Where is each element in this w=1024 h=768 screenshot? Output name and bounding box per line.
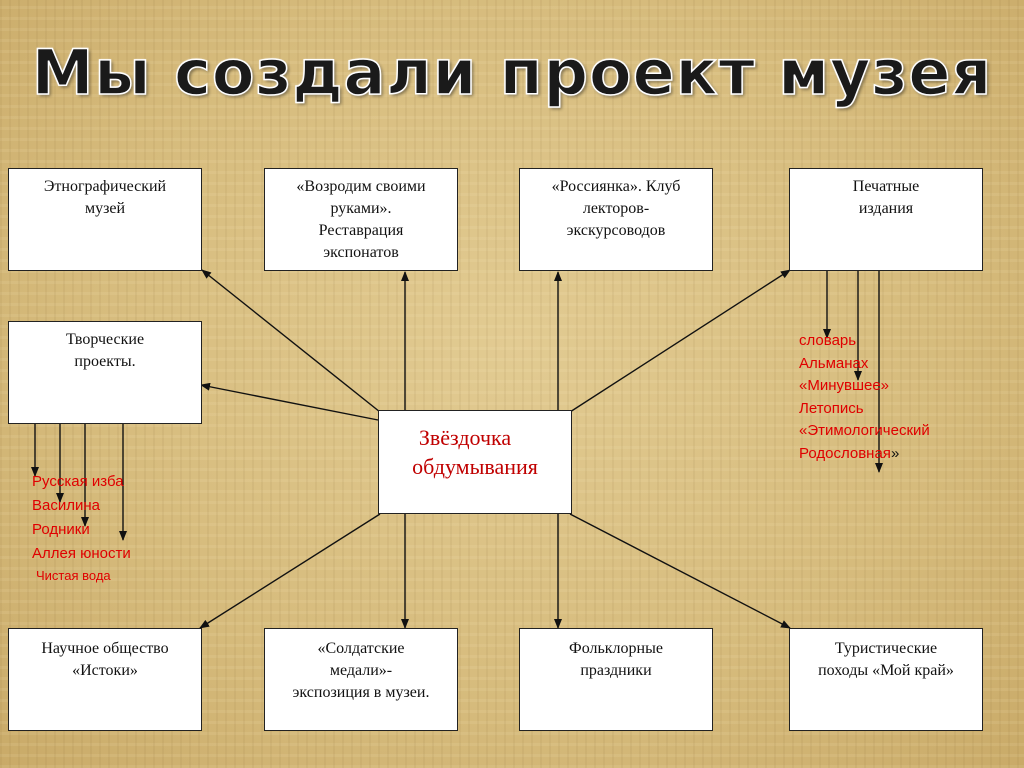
box-rossiyanka-club: «Россиянка». Клуб лекторов- экскурсоводо…	[519, 168, 713, 271]
list-item: Родники	[32, 521, 90, 538]
list-item: Аллея юности	[32, 545, 131, 562]
list-item: «Этимологический	[799, 422, 930, 439]
page-title: Мы создали проект музея	[31, 35, 993, 110]
center-box-brainstorm-star: Звёздочка обдумывания	[378, 410, 572, 514]
list-item: Русская изба	[32, 473, 124, 490]
list-item: Родословная»	[799, 444, 900, 462]
list-item: Альманах	[799, 354, 869, 372]
list-item: Летопись	[799, 399, 864, 417]
box-printed-editions: Печатные издания	[789, 168, 983, 271]
box-creative-projects: Творческие проекты.	[8, 321, 202, 424]
list-item: «Минувшее»	[799, 377, 890, 394]
arrow-to-print	[569, 269, 791, 413]
arrow-to-ethno	[201, 269, 381, 413]
box-revive-restoration: «Возродим своими руками». Реставрация эк…	[264, 168, 458, 271]
box-ethnographic-museum: Этнографический музей	[8, 168, 202, 271]
box-folklore-holidays: Фольклорные праздники	[519, 628, 713, 731]
closing-quote: »	[890, 444, 900, 462]
creative-projects-list: Русская изба Василина Родники Аллея юнос…	[32, 470, 131, 586]
arrow-to-tourist	[569, 513, 791, 629]
list-item: словарь	[799, 332, 857, 349]
box-tourist-trips: Туристические походы «Мой край»	[789, 628, 983, 731]
printed-editions-list: словарь Альманах «Минувшее» Летопись «Эт…	[799, 330, 930, 465]
list-item: Чистая вода	[36, 568, 111, 583]
arrow-to-creative	[200, 382, 379, 421]
box-scientific-society: Научное общество «Истоки»	[8, 628, 202, 731]
list-item: Василина	[32, 497, 100, 514]
arrow-to-science	[199, 513, 381, 629]
box-soldier-medals: «Солдатские медали»- экспозиция в музеи.	[264, 628, 458, 731]
